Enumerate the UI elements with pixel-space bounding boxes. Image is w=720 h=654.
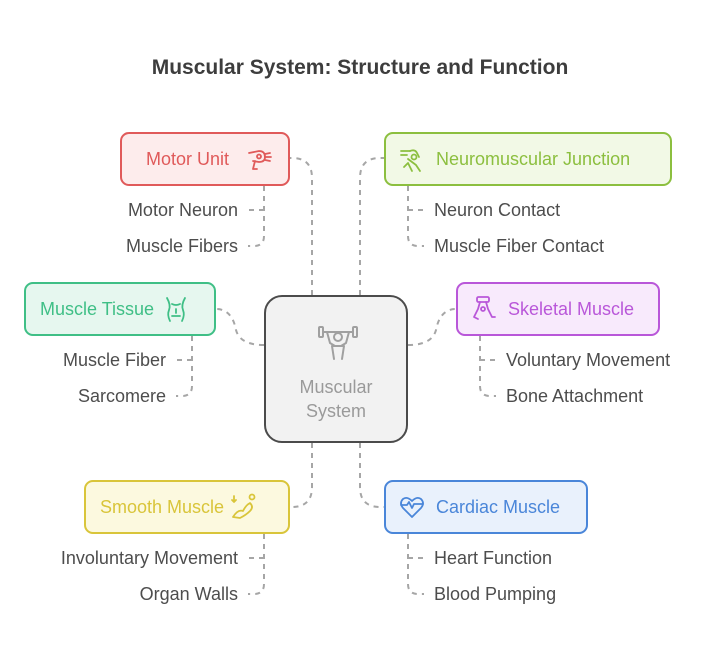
node-label: Cardiac Muscle	[436, 496, 561, 517]
bracket-motor-unit	[248, 186, 265, 247]
node-label: Motor Unit	[146, 148, 230, 169]
leaf-neuron-contact: Neuron Contact	[434, 200, 561, 220]
leaf-sarcomere: Sarcomere	[77, 386, 166, 406]
node-cardiac-muscle: Cardiac Muscle	[384, 480, 588, 534]
bracket-muscle-tissue	[176, 336, 193, 397]
leaf-muscle-fibers: Muscle Fibers	[125, 236, 238, 256]
leaf-organ-walls: Organ Walls	[139, 584, 238, 604]
bracket-smooth-muscle	[248, 534, 265, 595]
node-skeletal-muscle: Skeletal Muscle	[456, 282, 660, 336]
weightlifter-icon	[316, 319, 360, 363]
node-neuromuscular-junction: Neuromuscular Junction	[384, 132, 672, 186]
link-cardiac-muscle	[359, 443, 384, 508]
node-smooth-muscle: Smooth Muscle	[84, 480, 290, 534]
link-skeletal-muscle	[407, 308, 457, 346]
leaf-bone-attachment: Bone Attachment	[506, 386, 644, 406]
leaf-involuntary-movement: Involuntary Movement	[60, 548, 238, 568]
link-muscle-tissue	[215, 308, 265, 346]
leaf-muscle-fiber: Muscle Fiber	[62, 350, 166, 370]
bracket-cardiac-muscle	[407, 534, 424, 595]
leaf-muscle-fiber-contact: Muscle Fiber Contact	[434, 236, 605, 256]
leaf-voluntary-movement: Voluntary Movement	[506, 350, 671, 370]
link-smooth-muscle	[290, 443, 313, 508]
link-motor-unit	[290, 157, 313, 295]
hand-touch-icon	[398, 145, 426, 173]
heart-pulse-icon	[398, 493, 426, 521]
diagram-title: Muscular System: Structure and Function	[151, 56, 569, 79]
link-neuromuscular-junction	[359, 157, 384, 295]
center-label: Muscular System	[299, 377, 373, 421]
node-label: Smooth Muscle	[100, 496, 225, 517]
torso-icon	[162, 295, 190, 323]
node-motor-unit: Motor Unit	[120, 132, 290, 186]
node-label: Muscle Tissue	[40, 298, 155, 319]
bracket-skeletal-muscle	[479, 336, 496, 397]
leg-bone-icon	[470, 295, 498, 323]
leaf-motor-neuron: Motor Neuron	[127, 200, 238, 220]
node-label: Neuromuscular Junction	[436, 148, 631, 169]
node-muscle-tissue: Muscle Tissue	[24, 282, 216, 336]
node-label: Skeletal Muscle	[508, 298, 635, 319]
center-node: Muscular System	[264, 295, 408, 443]
bracket-neuromuscular-junction	[407, 186, 424, 247]
flexing-arm-icon	[230, 493, 258, 521]
leaf-heart-function: Heart Function	[434, 548, 553, 568]
leaf-blood-pumping: Blood Pumping	[434, 584, 557, 604]
hairdryer-nerve-icon	[245, 145, 273, 173]
